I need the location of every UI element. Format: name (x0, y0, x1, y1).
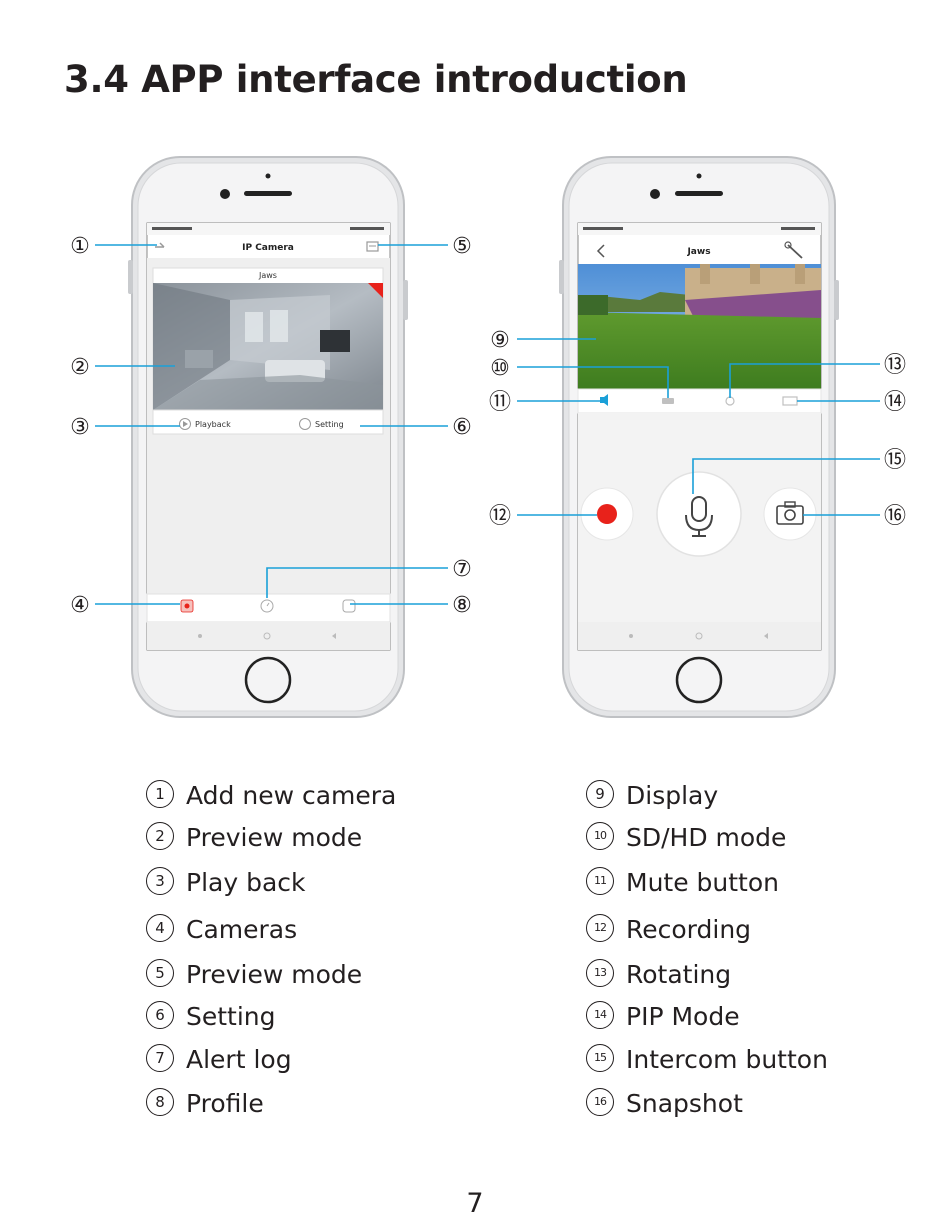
tab-cameras[interactable] (181, 600, 193, 612)
callout-10: ⑩ (490, 356, 510, 381)
callout-1: ① (70, 234, 90, 259)
callout-4: ④ (70, 593, 90, 618)
sd-hd-button[interactable] (662, 398, 674, 404)
snapshot-button[interactable] (764, 488, 816, 540)
left-phone: IP Camera Jaws (128, 157, 408, 717)
callout-15: ⑮ (884, 448, 906, 473)
callout-5: ⑤ (452, 234, 472, 259)
callout-14: ⑭ (884, 390, 906, 415)
setting-label: Setting (315, 420, 344, 429)
right-screen-title: Jaws (686, 247, 710, 257)
camera-icon (185, 604, 190, 609)
left-screen-title: IP Camera (242, 243, 294, 253)
intercom-button[interactable] (657, 472, 741, 556)
callout-3: ③ (70, 415, 90, 440)
callout-7: ⑦ (452, 557, 472, 582)
callout-13: ⑬ (884, 353, 906, 378)
callout-16: ⑯ (884, 504, 906, 529)
callout-8: ⑧ (452, 593, 472, 618)
playback-label: Playback (195, 420, 231, 429)
right-phone: Jaws (559, 157, 839, 717)
callout-2: ② (70, 355, 90, 380)
hd-icon (662, 398, 674, 404)
record-dot-icon (597, 504, 617, 524)
callout-6: ⑥ (452, 415, 472, 440)
record-button[interactable] (581, 488, 633, 540)
callout-9: ⑨ (490, 328, 510, 353)
live-display[interactable] (578, 264, 821, 389)
callout-12: ⑫ (489, 504, 511, 529)
page-number: 7 (0, 1188, 950, 1219)
camera-preview[interactable] (153, 283, 383, 410)
callout-11: ⑪ (489, 390, 511, 415)
camera-name: Jaws (258, 271, 277, 280)
app-interface-diagram: IP Camera Jaws (0, 0, 950, 760)
